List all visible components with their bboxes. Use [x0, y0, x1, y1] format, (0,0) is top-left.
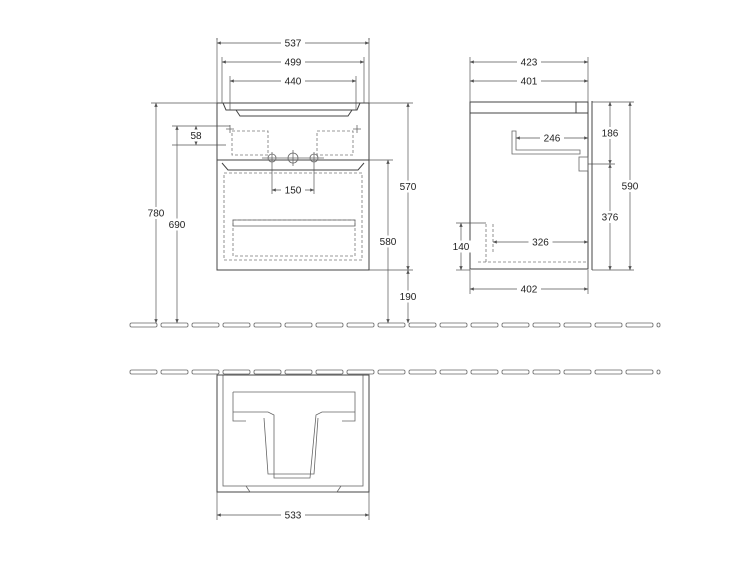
floor-segment [532, 322, 561, 328]
floor-segment [315, 369, 344, 375]
front-inner-drawer [223, 172, 363, 261]
floor-segment [253, 322, 282, 328]
floor-segment [408, 369, 437, 375]
dim-top-533-label: 533 [285, 511, 302, 522]
dim-side-326-label: 326 [532, 238, 549, 249]
dim-front-780-label: 780 [148, 209, 165, 220]
floor-segment [315, 322, 344, 328]
floor-segment [191, 369, 220, 375]
dim-side-401-label: 401 [521, 77, 538, 88]
dim-front-580: 580 [376, 159, 400, 324]
dim-front-580-label: 580 [380, 237, 397, 248]
floor-segment [346, 369, 375, 375]
floor-segment [594, 369, 623, 375]
floor-segment [222, 322, 251, 328]
dim-side-401: 401 [469, 75, 589, 88]
wall-line [129, 369, 661, 375]
floor-segment [656, 369, 661, 375]
dim-front-440-label: 440 [285, 77, 302, 88]
floor-segment [532, 369, 561, 375]
floor-segment [470, 322, 499, 328]
dim-side-326: 326 [492, 236, 589, 249]
top-cabinet-outline [216, 374, 370, 493]
floor-segment [284, 322, 313, 328]
top-view [216, 374, 370, 493]
dim-front-570: 570 [396, 102, 420, 271]
front-view [216, 102, 370, 271]
front-inner-box-top [232, 219, 356, 227]
floor-line [129, 322, 661, 328]
floor-segment [501, 369, 530, 375]
dim-front-537: 537 [216, 37, 370, 50]
dim-front-690: 690 [165, 125, 189, 324]
dim-front-150: 150 [271, 184, 315, 197]
side-siphon-upper [511, 130, 581, 155]
dim-front-499-label: 499 [285, 58, 302, 69]
dim-side-590-label: 590 [622, 182, 639, 193]
front-basin-top [217, 102, 369, 117]
floor-segment [408, 322, 437, 328]
dim-side-402-label: 402 [521, 285, 538, 296]
floor-segment [625, 322, 654, 328]
floor-segment [129, 322, 158, 328]
dim-front-58: 58 [184, 125, 208, 146]
floor-segment [222, 369, 251, 375]
floor-segment [563, 322, 592, 328]
top-handle [245, 485, 342, 493]
dim-side-186-label: 186 [602, 129, 619, 140]
dim-front-537-label: 537 [285, 39, 302, 50]
dim-side-140-label: 140 [453, 242, 470, 253]
dim-side-140: 140 [449, 222, 473, 271]
floor-segment [191, 322, 220, 328]
floor-segment [470, 369, 499, 375]
floor-segment [160, 322, 189, 328]
dim-front-58-label: 58 [190, 131, 202, 142]
side-cabinet-outline [469, 101, 589, 270]
dim-front-190-label: 190 [400, 292, 417, 303]
floor-segment [563, 369, 592, 375]
floor-segment [439, 322, 468, 328]
floor-segment [501, 322, 530, 328]
floor-segment [625, 369, 654, 375]
dim-side-423-label: 423 [521, 58, 538, 69]
dim-front-780: 780 [144, 102, 168, 324]
dim-side-376: 376 [598, 163, 622, 271]
side-view [469, 101, 593, 270]
dim-side-376-label: 376 [602, 213, 619, 224]
side-siphon-lower [478, 222, 588, 263]
floor-segment [284, 369, 313, 375]
dim-top-533: 533 [216, 509, 370, 522]
floor-segment [377, 369, 406, 375]
dim-front-150-label: 150 [285, 186, 302, 197]
floor-segment [346, 322, 375, 328]
floor-segment [253, 369, 282, 375]
dim-side-590: 590 [618, 101, 642, 271]
front-hidden-box-right [316, 130, 354, 156]
dim-side-402: 402 [469, 283, 589, 296]
floor-segment [594, 322, 623, 328]
front-cross-right [353, 125, 361, 133]
dim-front-190: 190 [396, 269, 420, 324]
top-basin [232, 391, 356, 422]
dim-side-246-label: 246 [544, 134, 561, 145]
floor-segment [377, 322, 406, 328]
dim-front-440: 440 [229, 75, 357, 88]
front-inner-box [232, 219, 356, 257]
floor-segment [656, 322, 661, 328]
floor-segment [160, 369, 189, 375]
dim-side-423: 423 [469, 56, 589, 69]
side-wall-bracket [578, 156, 589, 172]
floor-segment [129, 369, 158, 375]
dim-side-246: 246 [515, 132, 589, 145]
front-hidden-box-left [231, 130, 269, 156]
dim-front-499: 499 [221, 56, 365, 69]
floor-segment [439, 369, 468, 375]
front-handle-recess [221, 162, 365, 171]
dim-front-690-label: 690 [169, 220, 186, 231]
dim-front-570-label: 570 [400, 182, 417, 193]
dimensions: 537 499 440 150 58 780 690 570 580 190 423 401 246 32… [144, 37, 642, 522]
dim-side-186: 186 [598, 101, 622, 165]
